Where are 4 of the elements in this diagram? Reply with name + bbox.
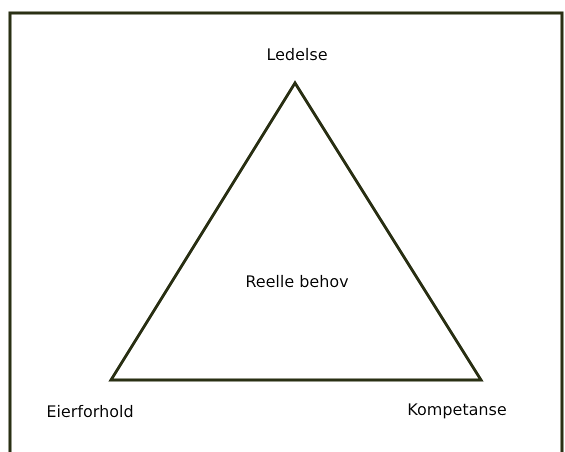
corner-label: Ledelse — [265, 44, 329, 66]
center-label: Reelle behov — [244, 271, 350, 293]
corner-label: Eierforhold — [45, 401, 135, 423]
corner-label: Kompetanse — [406, 399, 508, 421]
